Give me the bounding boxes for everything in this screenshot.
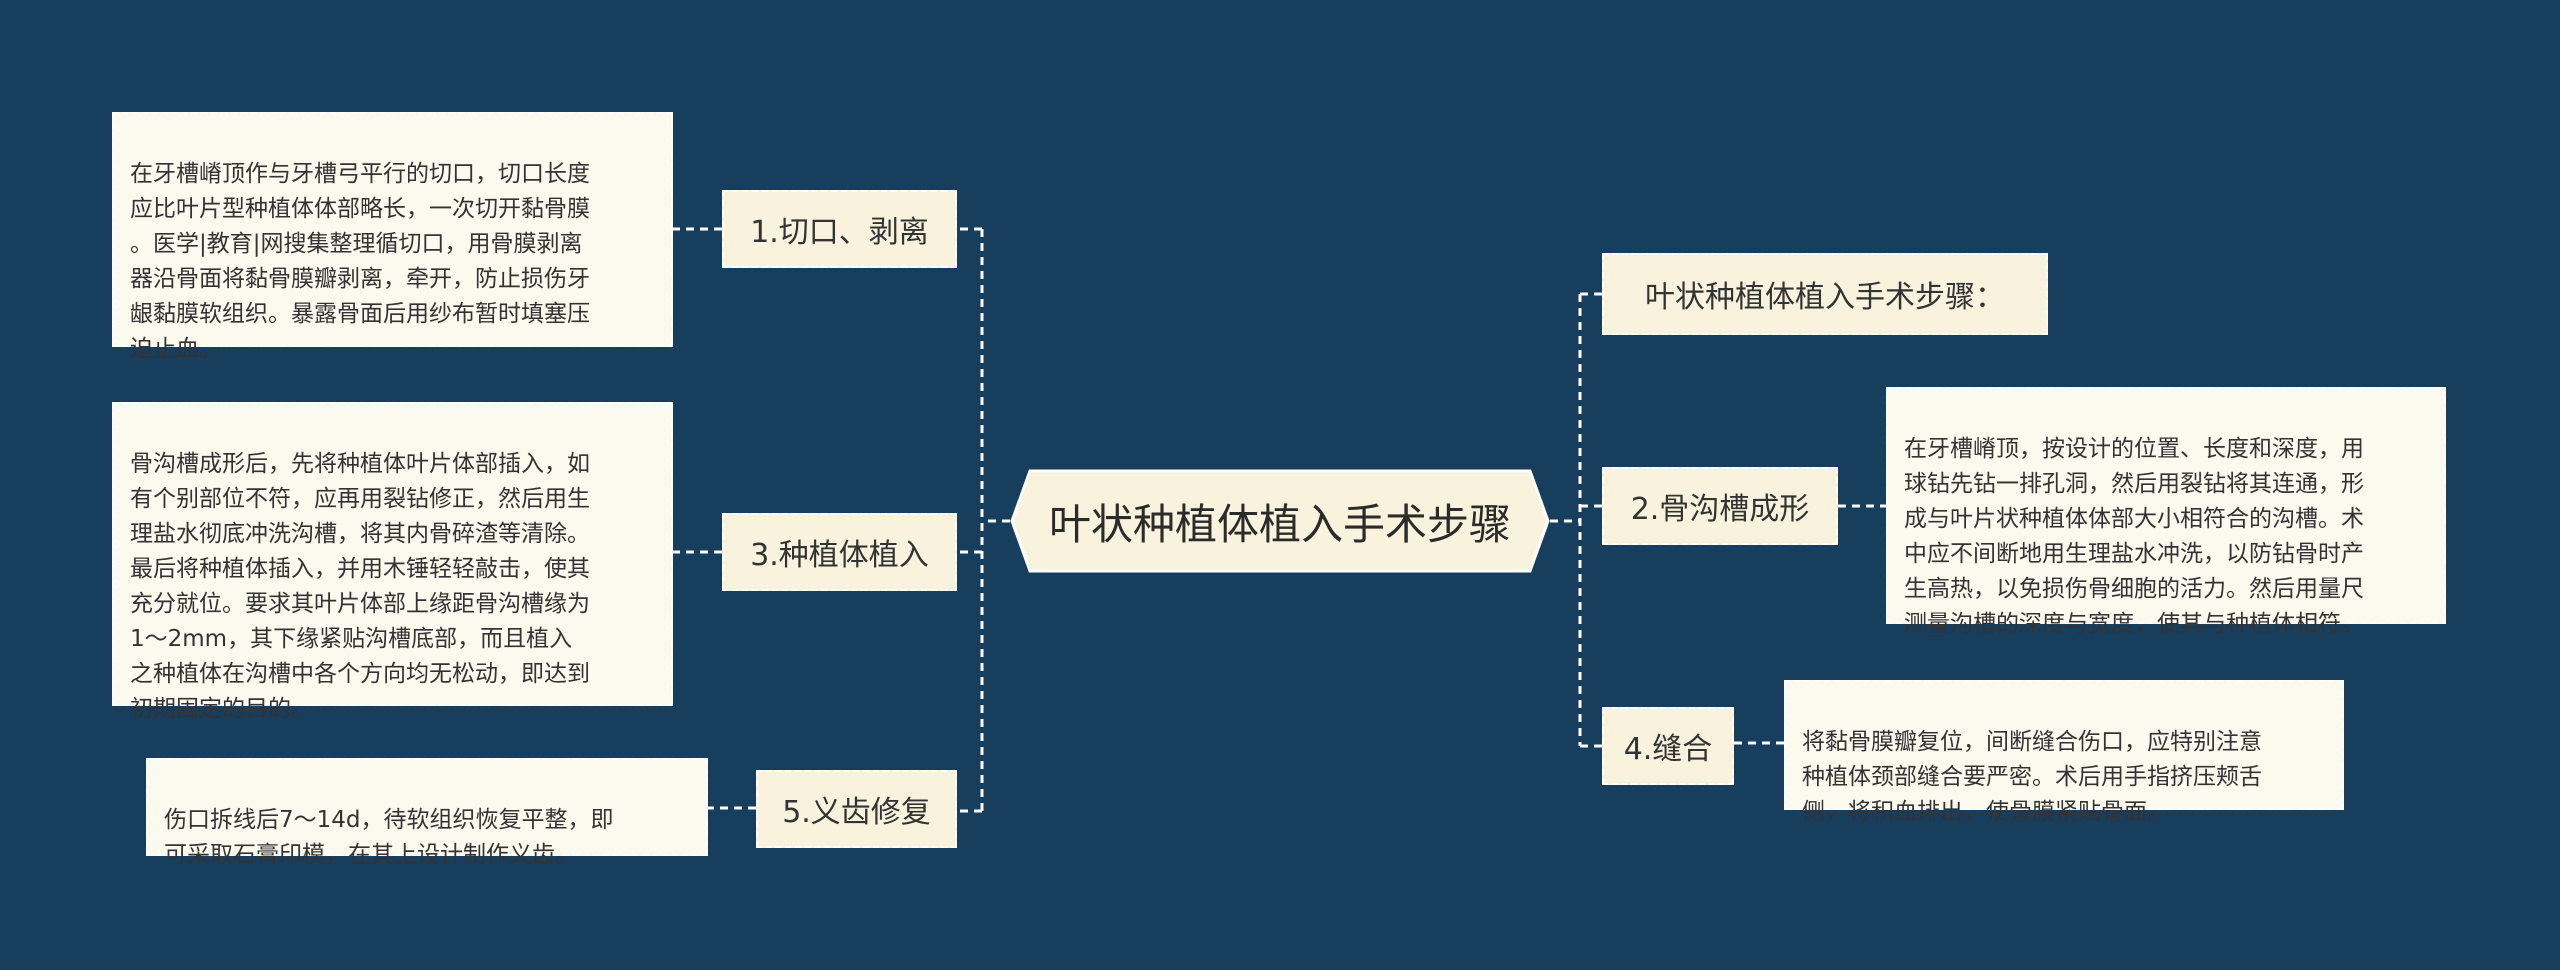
branch-denture-restoration-label: 5.义齿修复 — [782, 795, 931, 830]
leaf-denture-restoration-detail[interactable]: 伤口拆线后7～14d，待软组织恢复平整，即 可采取石膏印模，在其上设计制作义齿。 — [146, 758, 708, 868]
center-hexagon-shape — [1010, 469, 1550, 573]
branch-incision[interactable]: 1.切口、剥离 — [722, 190, 957, 268]
branch-procedure-title[interactable]: 叶状种植体植入手术步骤： — [1602, 253, 2048, 335]
leaf-incision-detail[interactable]: 在牙槽嵴顶作与牙槽弓平行的切口，切口长度 应比叶片型种植体体部略长，一次切开黏骨… — [112, 112, 673, 362]
branch-suture[interactable]: 4.缝合 — [1602, 707, 1734, 785]
branch-implant-insertion[interactable]: 3.种植体植入 — [722, 513, 957, 591]
leaf-bone-groove-text: 在牙槽嵴顶，按设计的位置、长度和深度，用 球钻先钻一排孔洞，然后用裂钻将其连通，… — [1904, 436, 2364, 637]
branch-denture-restoration[interactable]: 5.义齿修复 — [756, 770, 957, 848]
center-topic-label: 叶状种植体植入手术步骤 — [1048, 499, 1511, 549]
center-topic[interactable]: 叶状种植体植入手术步骤 — [1010, 469, 1550, 573]
branch-suture-label: 4.缝合 — [1623, 732, 1713, 767]
branch-bone-groove[interactable]: 2.骨沟槽成形 — [1602, 467, 1838, 545]
branch-bone-groove-label: 2.骨沟槽成形 — [1630, 492, 1810, 527]
leaf-denture-restoration-text: 伤口拆线后7～14d，待软组织恢复平整，即 可采取石膏印模，在其上设计制作义齿。 — [164, 807, 614, 868]
branch-implant-insertion-label: 3.种植体植入 — [750, 538, 929, 573]
branch-procedure-title-label: 叶状种植体植入手术步骤： — [1645, 280, 2005, 315]
leaf-suture-text: 将黏骨膜瓣复位，间断缝合伤口，应特别注意 种植体颈部缝合要严密。术后用手指挤压颊… — [1802, 729, 2262, 825]
leaf-implant-insertion-text: 骨沟槽成形后，先将种植体叶片体部插入，如 有个别部位不符，应再用裂钻修正，然后用… — [130, 451, 590, 722]
leaf-suture-detail[interactable]: 将黏骨膜瓣复位，间断缝合伤口，应特别注意 种植体颈部缝合要严密。术后用手指挤压颊… — [1784, 680, 2344, 825]
leaf-bone-groove-detail[interactable]: 在牙槽嵴顶，按设计的位置、长度和深度，用 球钻先钻一排孔洞，然后用裂钻将其连通，… — [1886, 387, 2446, 637]
branch-incision-label: 1.切口、剥离 — [750, 215, 929, 250]
leaf-incision-text: 在牙槽嵴顶作与牙槽弓平行的切口，切口长度 应比叶片型种植体体部略长，一次切开黏骨… — [130, 161, 590, 362]
leaf-implant-insertion-detail[interactable]: 骨沟槽成形后，先将种植体叶片体部插入，如 有个别部位不符，应再用裂钻修正，然后用… — [112, 402, 673, 722]
